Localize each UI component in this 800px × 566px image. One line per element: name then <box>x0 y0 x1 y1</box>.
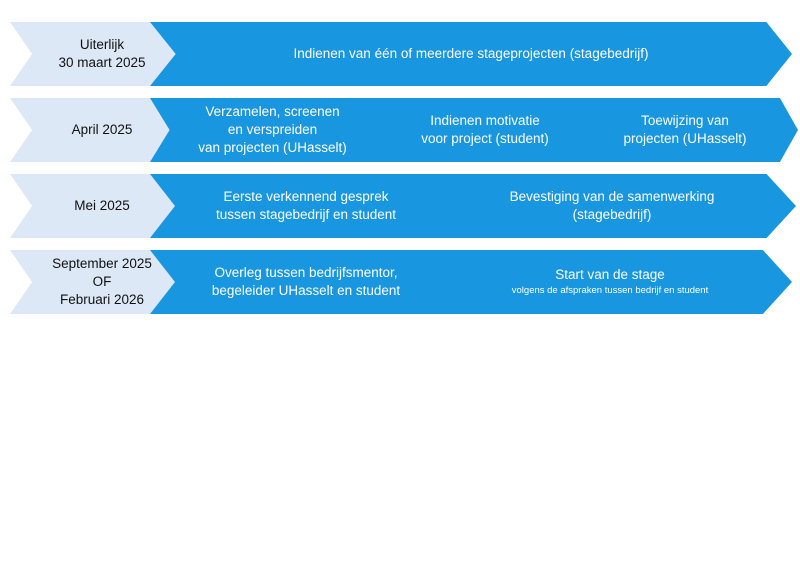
step-text: Eerste verkennend gesprek tussen stagebe… <box>215 188 397 222</box>
process-step-collect-projects: Verzamelen, screenen en verspreiden van … <box>150 98 395 162</box>
step-text: Indienen motivatie voor project (student… <box>421 112 549 146</box>
date-text: Uiterlijk 30 maart 2025 <box>58 36 146 70</box>
process-step-first-meeting: Eerste verkennend gesprek tussen stagebe… <box>150 174 462 238</box>
process-step-consultation: Overleg tussen bedrijfsmentor, begeleide… <box>150 250 462 314</box>
date-label-row-2: April 2025 <box>10 98 180 162</box>
process-step-submit-projects: Indienen van één of meerdere stageprojec… <box>150 22 792 86</box>
date-label-row-1: Uiterlijk 30 maart 2025 <box>10 22 180 86</box>
step-subtext: volgens de afspraken tussen bedrijf en s… <box>511 285 709 297</box>
process-step-confirm-collaboration: Bevestiging van de samenwerking (stagebe… <box>428 174 796 238</box>
step-text: Verzamelen, screenen en verspreiden van … <box>198 103 347 156</box>
process-step-assign-projects: Toewijzing van projecten (UHasselt) <box>572 98 798 162</box>
date-label-row-3: Mei 2025 <box>10 174 180 238</box>
process-step-start-internship: Start van de stage volgens de afspraken … <box>428 250 792 314</box>
date-text: April 2025 <box>71 121 133 137</box>
step-text: Overleg tussen bedrijfsmentor, begeleide… <box>211 264 401 298</box>
step-text: Bevestiging van de samenwerking (stagebe… <box>509 188 715 222</box>
step-text: Start van de stage <box>555 266 665 282</box>
step-text: Toewijzing van projecten (UHasselt) <box>623 112 747 146</box>
date-text: September 2025 OF Februari 2026 <box>52 255 152 308</box>
date-text: Mei 2025 <box>74 197 130 213</box>
date-label-row-4: September 2025 OF Februari 2026 <box>10 250 180 314</box>
step-text: Indienen van één of meerdere stageprojec… <box>293 45 649 61</box>
process-step-submit-motivation: Indienen motivatie voor project (student… <box>360 98 610 162</box>
